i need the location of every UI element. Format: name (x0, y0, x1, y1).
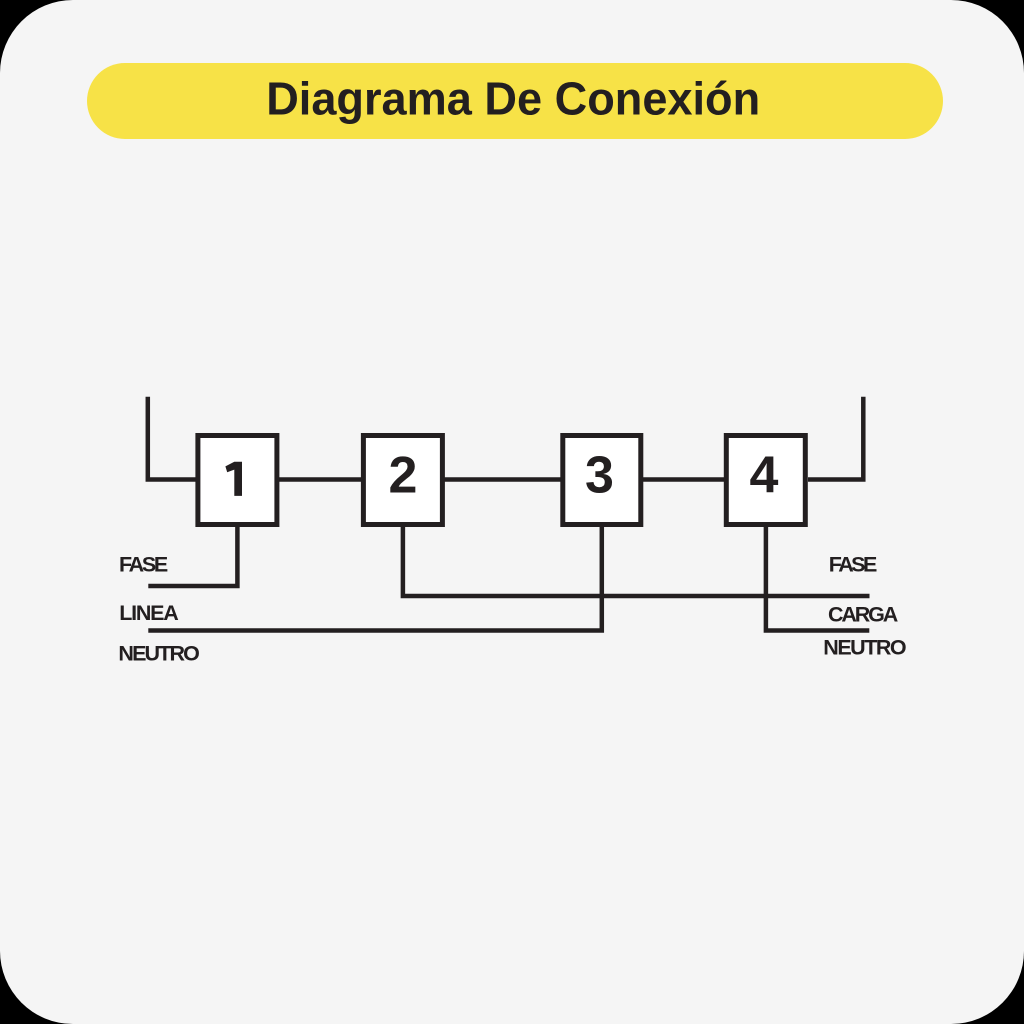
svg-text:FASE: FASE (119, 552, 168, 576)
svg-text:2: 2 (388, 447, 417, 505)
svg-text:4: 4 (750, 447, 779, 505)
svg-text:NEUTRO: NEUTRO (118, 641, 199, 665)
svg-text:LINEA: LINEA (119, 601, 179, 625)
svg-text:NEUTRO: NEUTRO (823, 635, 906, 659)
svg-text:Diagrama De Conexión: Diagrama De Conexión (266, 73, 760, 125)
svg-text:FASE: FASE (829, 552, 878, 576)
svg-text:3: 3 (585, 447, 614, 505)
svg-text:CARGA: CARGA (828, 602, 898, 626)
